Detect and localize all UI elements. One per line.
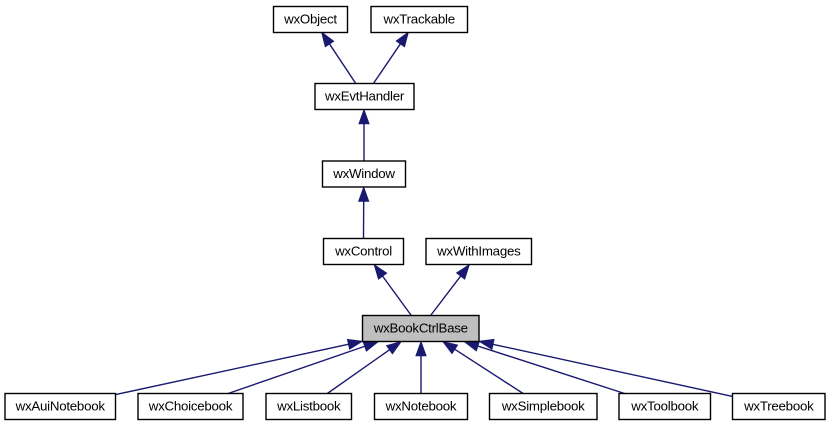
- svg-text:wxWithImages: wxWithImages: [436, 244, 521, 259]
- svg-text:wxWindow: wxWindow: [332, 166, 395, 181]
- svg-text:wxNotebook: wxNotebook: [385, 399, 457, 414]
- svg-text:wxTreebook: wxTreebook: [743, 399, 814, 414]
- svg-text:wxListbook: wxListbook: [276, 399, 341, 414]
- svg-text:wxToolbook: wxToolbook: [630, 399, 699, 414]
- svg-text:wxControl: wxControl: [334, 244, 392, 259]
- svg-text:wxObject: wxObject: [283, 12, 337, 27]
- svg-text:wxBookCtrlBase: wxBookCtrlBase: [373, 321, 468, 336]
- svg-text:wxEvtHandler: wxEvtHandler: [324, 89, 405, 104]
- svg-text:wxChoicebook: wxChoicebook: [148, 399, 233, 414]
- svg-text:wxSimplebook: wxSimplebook: [501, 399, 585, 414]
- svg-text:wxTrackable: wxTrackable: [383, 12, 455, 27]
- svg-text:wxAuiNotebook: wxAuiNotebook: [15, 399, 106, 414]
